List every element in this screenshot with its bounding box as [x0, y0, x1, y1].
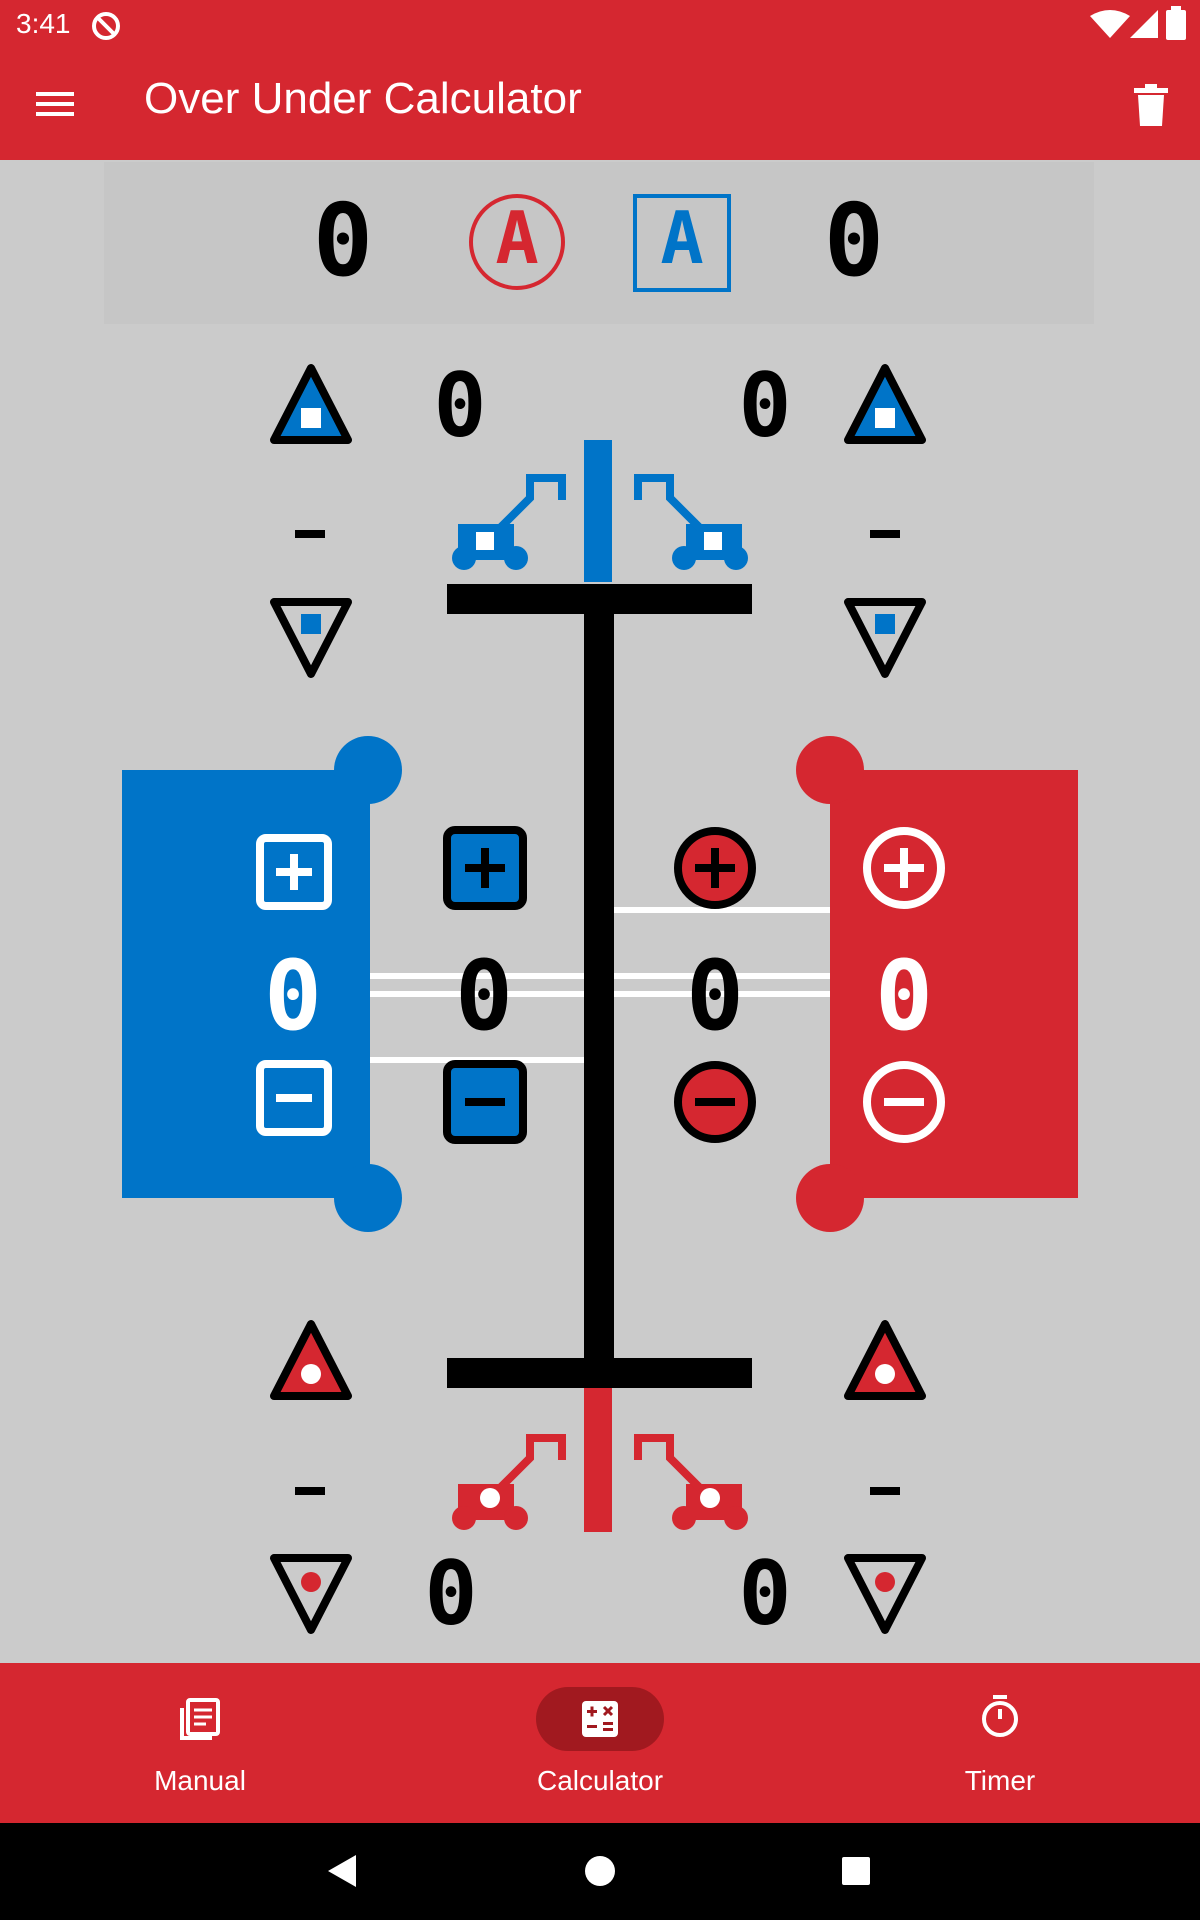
- red-robot-left-icon: [452, 1434, 566, 1530]
- bottom-navigation: Manual Calculator Timer: [0, 1663, 1200, 1823]
- back-icon[interactable]: [324, 1853, 358, 1889]
- center-barrier: [584, 614, 614, 1360]
- red-defense-plus-icon[interactable]: [673, 826, 757, 910]
- red-goal-right-decrement-icon[interactable]: [842, 1552, 928, 1636]
- red-goal-right-increment-icon[interactable]: [842, 1318, 928, 1402]
- nav-manual-label: Manual: [154, 1765, 246, 1796]
- red-offense-count: 0: [875, 940, 933, 1052]
- field-diagram: [122, 440, 1078, 1532]
- red-goal-post: [584, 1386, 612, 1532]
- score-panel: [104, 162, 1094, 324]
- blue-auton-bonus-toggle[interactable]: [633, 194, 731, 292]
- signal-icon: [1130, 10, 1158, 38]
- red-defense-minus-icon[interactable]: [673, 1060, 757, 1144]
- home-icon[interactable]: [584, 1855, 616, 1887]
- blue-offense-minus-icon[interactable]: [256, 1060, 332, 1136]
- blue-auton-label: A: [660, 196, 704, 280]
- wifi-icon: [1090, 10, 1130, 38]
- nav-timer-label: Timer: [964, 1765, 1036, 1796]
- blue-defense-minus-icon[interactable]: [443, 1060, 527, 1144]
- blue-goal-left-separator: [295, 530, 325, 538]
- manual-icon: [180, 1698, 220, 1740]
- page-title: Over Under Calculator: [144, 74, 582, 123]
- blue-goal-left-count: 0: [433, 354, 487, 457]
- red-goal-right-count: 0: [738, 1542, 792, 1645]
- red-goal-left-separator: [295, 1487, 325, 1495]
- blue-goal-right-increment-icon[interactable]: [842, 362, 928, 446]
- red-defense-count: 0: [686, 940, 744, 1052]
- red-goal-bar: [447, 1358, 752, 1388]
- nav-manual[interactable]: Manual: [80, 1663, 320, 1823]
- red-total-score: 0: [312, 182, 374, 299]
- recents-icon[interactable]: [840, 1855, 872, 1887]
- blue-offense-plus-icon[interactable]: [256, 834, 332, 910]
- red-goal-left-decrement-icon[interactable]: [268, 1552, 354, 1636]
- blue-defense-count: 0: [455, 940, 513, 1052]
- nav-timer[interactable]: Timer: [880, 1663, 1120, 1823]
- blue-goal-post: [584, 440, 612, 582]
- blue-goal-right-separator: [870, 530, 900, 538]
- app-bar: Over Under Calculator: [0, 48, 1200, 160]
- blue-robot-right-icon: [634, 474, 748, 570]
- status-time: 3:41: [16, 8, 71, 39]
- red-load-zone: [830, 770, 1078, 1198]
- timer-icon: [982, 1695, 1018, 1737]
- red-robot-right-icon: [634, 1434, 748, 1530]
- blue-goal-right-decrement-icon[interactable]: [842, 596, 928, 680]
- red-auton-bonus-toggle[interactable]: [469, 194, 565, 290]
- data-saver-icon: [92, 12, 120, 40]
- blue-goal-left-increment-icon[interactable]: [268, 362, 354, 446]
- blue-load-zone: [122, 770, 370, 1198]
- red-goal-right-separator: [870, 1487, 900, 1495]
- menu-icon[interactable]: [34, 88, 78, 120]
- nav-calculator[interactable]: Calculator: [480, 1663, 720, 1823]
- delete-icon[interactable]: [1134, 84, 1168, 126]
- blue-defense-plus-icon[interactable]: [443, 826, 527, 910]
- red-offense-plus-icon[interactable]: [862, 826, 946, 910]
- red-goal-left-increment-icon[interactable]: [268, 1318, 354, 1402]
- status-bar: 3:41: [0, 0, 1200, 48]
- red-auton-label: A: [495, 196, 539, 280]
- blue-goal-bar: [447, 584, 752, 614]
- battery-icon: [1166, 6, 1186, 40]
- blue-robot-left-icon: [452, 474, 566, 570]
- system-navigation-bar: [0, 1823, 1200, 1920]
- red-offense-minus-icon[interactable]: [862, 1060, 946, 1144]
- blue-goal-left-decrement-icon[interactable]: [268, 596, 354, 680]
- blue-offense-count: 0: [264, 940, 322, 1052]
- blue-total-score: 0: [823, 182, 885, 299]
- blue-goal-right-count: 0: [738, 354, 792, 457]
- nav-calculator-label: Calculator: [536, 1765, 664, 1796]
- red-goal-left-count: 0: [424, 1542, 478, 1645]
- calculator-icon: [582, 1701, 618, 1737]
